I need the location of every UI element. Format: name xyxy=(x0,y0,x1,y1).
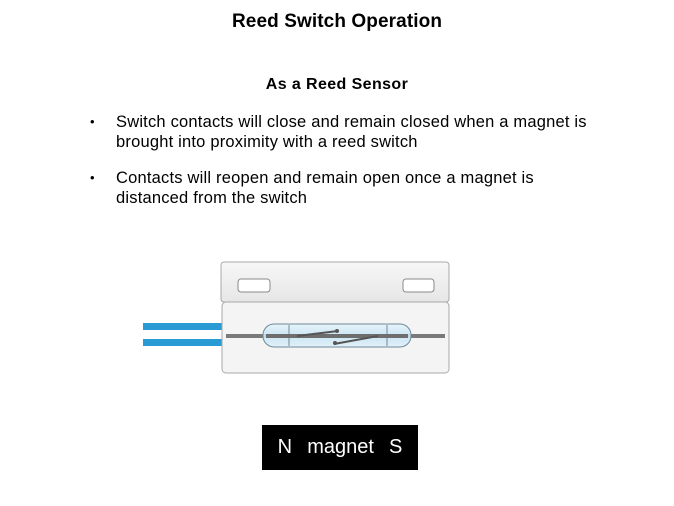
wire-upper xyxy=(143,323,223,330)
magnet-label: magnet xyxy=(307,436,374,458)
slide-title: Reed Switch Operation xyxy=(231,11,443,32)
magnet-north-pole: N xyxy=(277,436,293,458)
reed-blade-right xyxy=(333,335,379,345)
mounting-hole-right xyxy=(402,278,435,293)
bullet-dot: • xyxy=(90,114,95,129)
slide-subtitle: As a Reed Sensor xyxy=(265,76,409,93)
wire-leads xyxy=(143,323,223,346)
wire-lower xyxy=(143,339,223,346)
mounting-hole-left xyxy=(237,278,271,293)
bullet-item: • Switch contacts will close and remain … xyxy=(87,112,607,152)
bullet-text: Switch contacts will close and remain cl… xyxy=(116,113,587,151)
reed-blade-left xyxy=(296,330,339,337)
magnet-south-pole: S xyxy=(389,436,403,458)
bullet-item: • Contacts will reopen and remain open o… xyxy=(87,168,607,208)
reed-capsule xyxy=(226,323,445,348)
bullet-text: Contacts will reopen and remain open onc… xyxy=(116,169,534,207)
mounting-flange xyxy=(220,261,450,303)
bullet-list: • Switch contacts will close and remain … xyxy=(87,112,607,224)
magnet-block: N magnet S xyxy=(262,425,418,470)
bullet-dot: • xyxy=(90,170,95,185)
